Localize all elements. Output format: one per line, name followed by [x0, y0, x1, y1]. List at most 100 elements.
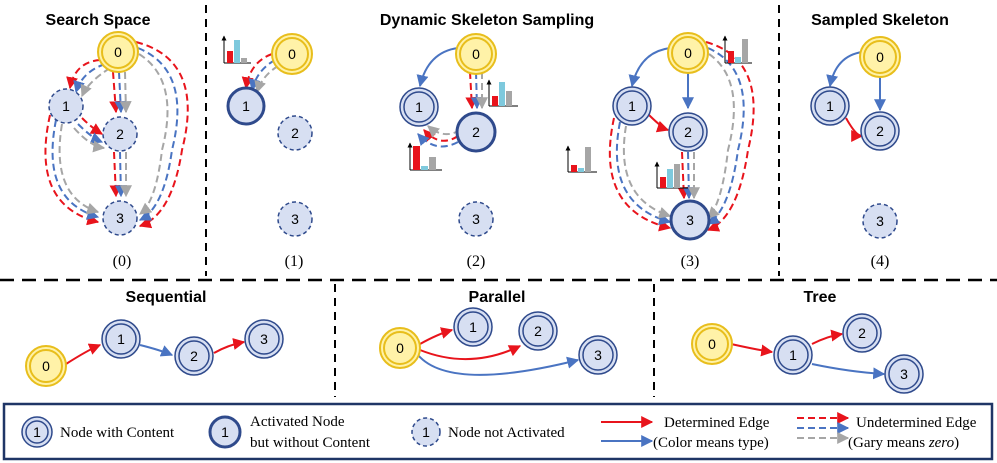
- svg-text:1: 1: [422, 424, 430, 440]
- svg-text:2: 2: [858, 325, 866, 341]
- svg-text:1: 1: [33, 424, 41, 440]
- svg-text:2: 2: [291, 125, 299, 141]
- tree-skeleton: 0 1 2 3: [691, 313, 924, 394]
- legend-not-activated-label: Node not Activated: [448, 425, 565, 441]
- dynamic-sampling-title: Dynamic Skeleton Sampling: [380, 12, 594, 29]
- svg-text:0: 0: [876, 49, 884, 65]
- content-node-1: 1: [612, 86, 652, 126]
- svg-text:3: 3: [116, 210, 124, 226]
- legend-content-node: 1 Node with Content: [21, 416, 175, 448]
- root-node-0: 0: [25, 345, 67, 387]
- panel-3: 0 1 2 3: [565, 32, 755, 241]
- root-node-0: 0: [97, 31, 139, 73]
- legend: 1 Node with Content 1 Activated Node but…: [2, 402, 994, 461]
- content-node-2: 2: [860, 111, 900, 151]
- inactive-node-3: 3: [862, 203, 898, 239]
- svg-text:0: 0: [396, 340, 404, 356]
- svg-text:1: 1: [62, 98, 70, 114]
- tree-title: Tree: [804, 289, 837, 306]
- svg-text:3: 3: [876, 213, 884, 229]
- panel-label-1: (1): [285, 253, 304, 270]
- legend-undetermined-sub: (Gary means zero): [848, 435, 959, 451]
- svg-text:3: 3: [686, 212, 694, 228]
- root-node-0: 0: [379, 327, 421, 369]
- activated-node-1: 1: [226, 86, 266, 126]
- svg-text:2: 2: [534, 323, 542, 339]
- content-node-3: 3: [244, 319, 284, 359]
- inactive-node-2: 2: [277, 115, 313, 151]
- content-node-2: 2: [174, 336, 214, 376]
- panel-label-3: (3): [681, 253, 700, 270]
- svg-text:1: 1: [826, 98, 834, 114]
- inactive-node-3: 3: [458, 201, 494, 237]
- svg-text:0: 0: [42, 358, 50, 374]
- panel-3-edges: [608, 41, 755, 232]
- sampled-skeleton-title: Sampled Skeleton: [811, 12, 949, 29]
- svg-text:0: 0: [684, 45, 692, 61]
- content-node-1: 1: [399, 87, 439, 127]
- legend-activated-line2: but without Content: [250, 435, 371, 451]
- legend-determined-sub: (Color means type): [653, 435, 769, 451]
- inactive-node-3: 3: [277, 201, 313, 237]
- svg-text:1: 1: [469, 319, 477, 335]
- activated-node-3: 3: [669, 199, 711, 241]
- content-node-1: 1: [773, 335, 813, 375]
- root-node-0: 0: [859, 36, 901, 78]
- content-node-3: 3: [884, 354, 924, 394]
- bar-chart-icon-1: [221, 35, 251, 64]
- bar-chart-icon-3a: [722, 35, 752, 64]
- search-space-nodes: 0 1 2 3: [48, 31, 139, 236]
- svg-text:3: 3: [472, 211, 480, 227]
- legend-undetermined-label: Undetermined Edge: [856, 415, 977, 431]
- legend-determined-label: Determined Edge: [664, 415, 770, 431]
- svg-text:0: 0: [288, 46, 296, 62]
- svg-text:1: 1: [117, 331, 125, 347]
- panel-2: 0 1 2 3: [399, 33, 518, 237]
- root-node-0: 0: [271, 33, 313, 75]
- content-node-2: 2: [668, 112, 708, 152]
- bar-chart-icon-3b: [565, 145, 597, 173]
- content-node-3: 3: [578, 335, 618, 375]
- svg-text:2: 2: [116, 126, 124, 142]
- inactive-node-2: 2: [102, 116, 138, 152]
- bar-chart-icon-3c: [654, 161, 688, 189]
- svg-text:2: 2: [472, 124, 480, 140]
- content-node-2: 2: [518, 311, 558, 351]
- sequential-title: Sequential: [126, 289, 207, 306]
- legend-determined-edge: Determined Edge (Color means type): [601, 415, 770, 451]
- svg-text:0: 0: [708, 336, 716, 352]
- svg-text:1: 1: [221, 424, 229, 440]
- panel-dividers: [0, 5, 997, 397]
- panel-4: 0 1 2 3: [810, 36, 901, 239]
- parallel-skeleton: 0 1 2 3: [379, 307, 618, 376]
- svg-text:3: 3: [900, 366, 908, 382]
- inactive-node-3: 3: [102, 200, 138, 236]
- root-node-0: 0: [455, 33, 497, 75]
- legend-activated-node: 1 Activated Node but without Content: [208, 414, 371, 451]
- svg-text:3: 3: [594, 347, 602, 363]
- svg-text:3: 3: [260, 331, 268, 347]
- svg-text:1: 1: [789, 347, 797, 363]
- bar-chart-icon-2b: [407, 142, 442, 171]
- legend-content-label: Node with Content: [60, 425, 175, 441]
- svg-text:0: 0: [114, 44, 122, 60]
- panel-1-edges: [241, 53, 279, 94]
- activated-node-2: 2: [455, 111, 497, 153]
- content-node-1: 1: [101, 319, 141, 359]
- content-node-1: 1: [810, 86, 850, 126]
- bar-chart-icon-2a: [486, 79, 518, 107]
- parallel-title: Parallel: [469, 289, 526, 306]
- legend-activated-line1: Activated Node: [250, 414, 345, 430]
- content-node-1: 1: [453, 307, 493, 347]
- sequential-skeleton: 0 1 2 3: [25, 319, 284, 387]
- svg-text:1: 1: [242, 98, 250, 114]
- inactive-node-1: 1: [48, 88, 84, 124]
- panel-1: 0 1 2 3: [221, 33, 313, 237]
- root-node-0: 0: [667, 32, 709, 74]
- root-node-0: 0: [691, 323, 733, 365]
- panel-label-0: (0): [113, 253, 132, 270]
- svg-text:3: 3: [291, 211, 299, 227]
- svg-text:0: 0: [472, 46, 480, 62]
- legend-undetermined-edge: Undetermined Edge (Gary means zero): [797, 412, 977, 451]
- panel-label-2: (2): [467, 253, 486, 270]
